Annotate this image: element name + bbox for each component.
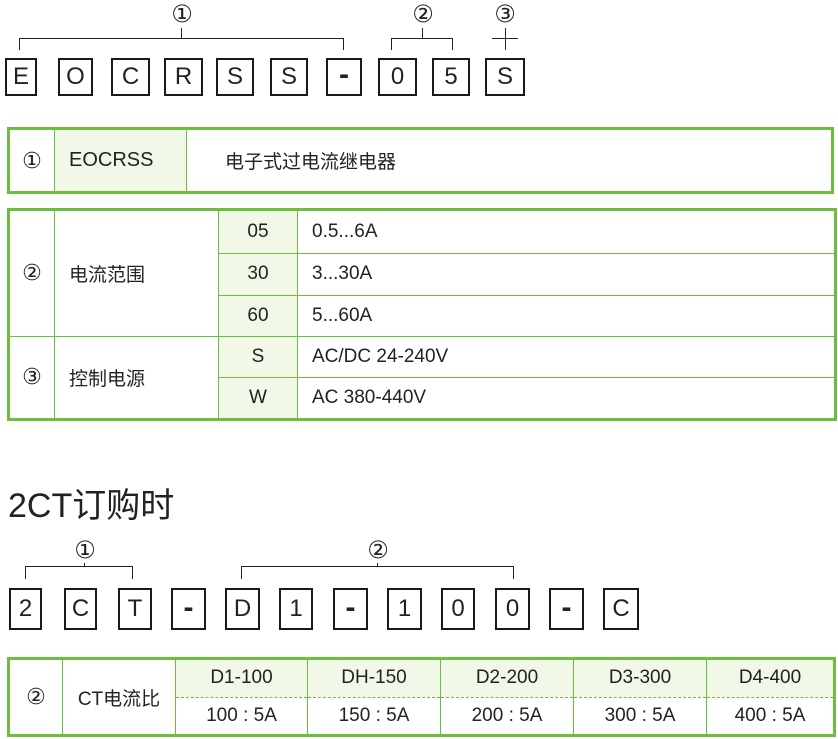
table3: ② CT电流比 D1-100 DH-150 D2-200 D3-300 D4-4…	[7, 657, 836, 737]
table2-marker-2: ②	[8, 209, 55, 337]
code1-box-8: 5	[432, 58, 470, 96]
table3-value-cell: 200 : 5A	[440, 696, 574, 736]
table2-label-current-range: 电流范围	[54, 209, 219, 337]
marker-3: ③	[494, 1, 516, 28]
bracket-1	[19, 38, 344, 50]
table3-value-cell: 100 : 5A	[175, 696, 308, 736]
table2-code: 60	[218, 295, 298, 337]
table2-code: W	[218, 377, 298, 420]
table2-code: S	[218, 335, 298, 379]
code2-dash: -	[549, 588, 584, 630]
table2: ② 电流范围 05 0.5...6A 30 3...30A 60 5...60A…	[7, 208, 837, 421]
table3-header-cell: D2-200	[440, 658, 574, 698]
code1-box-6: S	[270, 58, 308, 96]
table3-header-cell: D1-100	[175, 658, 308, 698]
table2-label-control-power: 控制电源	[54, 335, 219, 421]
table3-value-cell: 400 : 5A	[706, 696, 835, 736]
code1-box-7: 0	[378, 58, 417, 96]
bracket-1-stem	[84, 563, 85, 567]
bracket-2-stem	[422, 28, 423, 38]
code2-box-4: D	[225, 588, 260, 630]
table3-label: CT电流比	[62, 658, 176, 736]
section-title-2ct: 2CT订购时	[8, 487, 175, 525]
table1-code: EOCRSS	[54, 128, 187, 193]
code1-box-2: O	[58, 58, 93, 96]
code1-box-1: E	[5, 58, 37, 96]
bracket-2	[241, 566, 514, 579]
code2-box-6: 1	[387, 588, 422, 630]
table3-header-cell: D4-400	[706, 658, 835, 698]
code2-box-3: T	[118, 588, 152, 630]
code1-box-5: S	[216, 58, 254, 96]
table3-value-cell: 150 : 5A	[307, 696, 441, 736]
marker-2: ②	[367, 537, 389, 564]
table2-value: AC 380-440V	[297, 377, 836, 420]
table3-header-cell: DH-150	[307, 658, 441, 698]
code2-box-9: C	[603, 588, 639, 630]
code2-box-1: 2	[9, 588, 42, 630]
table2-code: 30	[218, 252, 298, 297]
table2-value: 3...30A	[297, 252, 836, 297]
table2-value: 0.5...6A	[297, 209, 836, 254]
table2-code: 05	[218, 209, 298, 254]
marker-1: ①	[171, 1, 193, 28]
bracket-1	[25, 566, 133, 579]
table3-header-cell: D3-300	[573, 658, 707, 698]
bracket-2-stem	[377, 563, 378, 567]
table2-value: AC/DC 24-240V	[297, 335, 836, 379]
code2-dash: -	[171, 588, 206, 630]
table3-marker: ②	[8, 658, 63, 736]
bracket-1-stem	[181, 28, 182, 38]
code2-box-8: 0	[495, 588, 530, 630]
code2-box-2: C	[64, 588, 97, 630]
table2-marker-3: ③	[8, 335, 55, 421]
code2-dash: -	[333, 588, 368, 630]
table1: ① EOCRSS 电子式过电流继电器	[7, 127, 834, 194]
table3-value-cell: 300 : 5A	[573, 696, 707, 736]
code1-box-4: R	[164, 58, 203, 96]
bracket-2	[391, 38, 453, 50]
marker-2: ②	[412, 1, 434, 28]
marker-1: ①	[74, 537, 96, 564]
code1-box-9: S	[485, 58, 525, 96]
code2-box-7: 0	[441, 588, 475, 630]
bracket-3-stem	[505, 28, 506, 50]
code1-dash: -	[326, 58, 362, 96]
table1-marker: ①	[8, 128, 55, 193]
table1-desc: 电子式过电流继电器	[186, 128, 833, 193]
table2-value: 5...60A	[297, 295, 836, 337]
code2-box-5: 1	[279, 588, 313, 630]
code1-box-3: C	[111, 58, 150, 96]
